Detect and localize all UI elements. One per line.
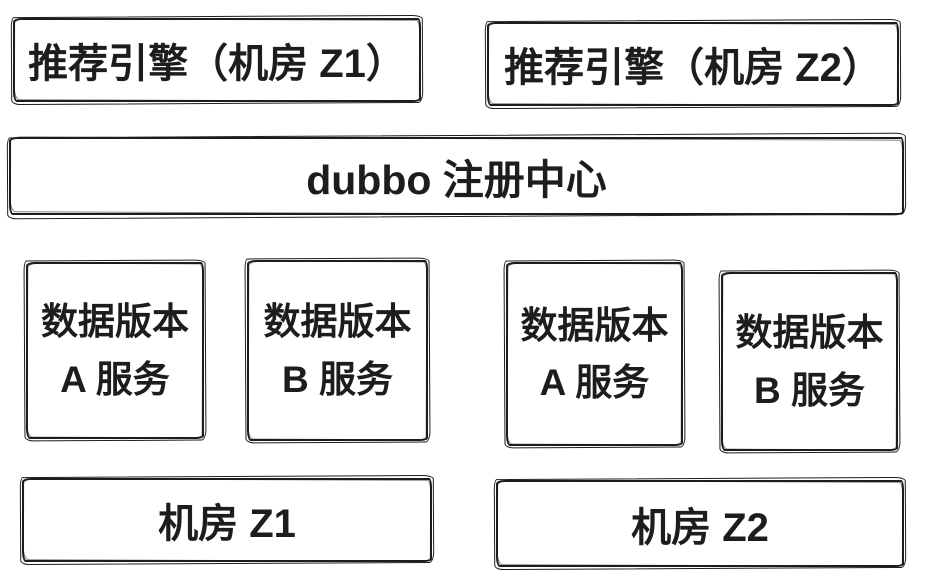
dubbo-registry-box: dubbo 注册中心 [9, 137, 904, 215]
service-z2-version-b-box: 数据版本 B 服务 [721, 272, 898, 451]
service-z2-version-a-label: 数据版本 A 服务 [520, 304, 669, 403]
service-z2-version-a-box: 数据版本 A 服务 [506, 262, 683, 446]
zone-z1-label: 机房 Z1 [158, 502, 296, 546]
recommend-engine-z2-box: 推荐引擎（机房 Z2） [487, 22, 899, 106]
recommend-engine-z1-box: 推荐引擎（机房 Z1） [13, 18, 421, 102]
service-z2-version-b-label: 数据版本 B 服务 [735, 312, 884, 411]
zone-z2-box: 机房 Z2 [496, 480, 904, 567]
recommend-engine-z1-label: 推荐引擎（机房 Z1） [28, 42, 406, 86]
service-z1-version-a-label: 数据版本 A 服务 [41, 301, 189, 400]
zone-z1-box: 机房 Z1 [22, 478, 432, 562]
service-z1-version-b-label: 数据版本 B 服务 [263, 301, 412, 400]
dubbo-registry-label: dubbo 注册中心 [306, 157, 607, 203]
service-z1-version-a-box: 数据版本 A 服务 [26, 262, 204, 439]
service-z1-version-b-box: 数据版本 B 服务 [247, 260, 428, 441]
recommend-engine-z2-label: 推荐引擎（机房 Z2） [504, 46, 882, 90]
zone-z2-label: 机房 Z2 [631, 505, 769, 550]
